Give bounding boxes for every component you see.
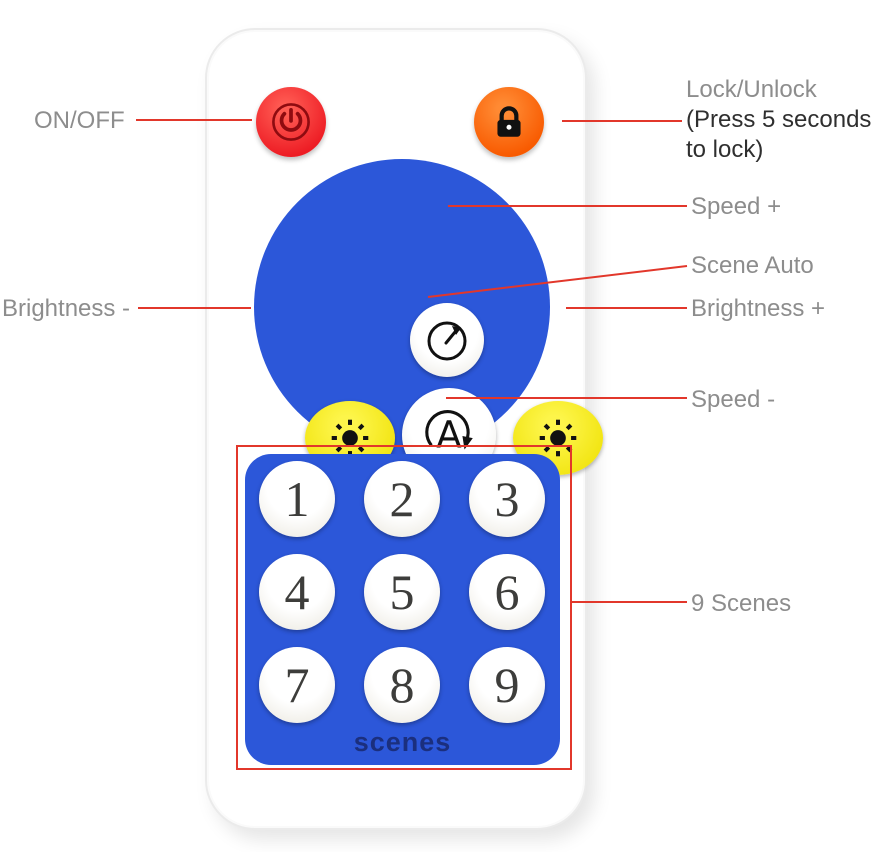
- scene-button-5[interactable]: 5: [364, 554, 440, 630]
- on-off-label: ON/OFF: [34, 107, 125, 134]
- speedometer-icon: [427, 321, 467, 361]
- scene-button-label: 8: [389, 657, 415, 713]
- remote-control: A: [205, 28, 603, 830]
- nine-scenes-label: 9 Scenes: [691, 590, 792, 617]
- padlock-icon: [497, 106, 521, 137]
- navigation-pad: A: [254, 159, 603, 564]
- scene-button-label: 9: [494, 657, 520, 713]
- scene-button-label: 2: [389, 471, 415, 527]
- lock-note-line1: (Press 5 seconds: [686, 106, 872, 133]
- power-icon: [272, 103, 310, 141]
- scene-button-label: 7: [284, 657, 310, 713]
- scenes-panel: 1 2 3 4 5 6 7 8 9 scenes: [245, 454, 560, 765]
- scenes-panel-title: scenes: [353, 727, 452, 757]
- speed-plus-label: Speed +: [691, 193, 782, 220]
- speed-plus-button[interactable]: [410, 303, 484, 377]
- brightness-minus-label: Brightness -: [2, 295, 131, 322]
- scene-auto-label: Scene Auto: [691, 252, 814, 279]
- scene-button-label: 3: [494, 471, 520, 527]
- power-button[interactable]: [256, 87, 326, 157]
- speed-minus-label: Speed -: [691, 386, 776, 413]
- lock-button[interactable]: [474, 87, 544, 157]
- lock-note-line2: to lock): [686, 136, 764, 163]
- lock-unlock-label-block: Lock/Unlock (Press 5 seconds to lock): [686, 75, 871, 165]
- scene-button-label: 5: [389, 564, 415, 620]
- scene-button-4[interactable]: 4: [259, 554, 335, 630]
- scene-button-2[interactable]: 2: [364, 461, 440, 537]
- scene-button-3[interactable]: 3: [469, 461, 545, 537]
- scene-button-6[interactable]: 6: [469, 554, 545, 630]
- scene-button-9[interactable]: 9: [469, 647, 545, 723]
- scene-button-label: 1: [284, 471, 310, 527]
- scene-button-8[interactable]: 8: [364, 647, 440, 723]
- scene-button-label: 6: [494, 564, 520, 620]
- svg-text:A: A: [436, 412, 462, 456]
- brightness-plus-label: Brightness +: [691, 295, 826, 322]
- lock-unlock-label: Lock/Unlock: [686, 76, 817, 103]
- scene-button-7[interactable]: 7: [259, 647, 335, 723]
- sun-icon: [539, 419, 577, 457]
- scene-button-1[interactable]: 1: [259, 461, 335, 537]
- scene-button-label: 4: [284, 564, 310, 620]
